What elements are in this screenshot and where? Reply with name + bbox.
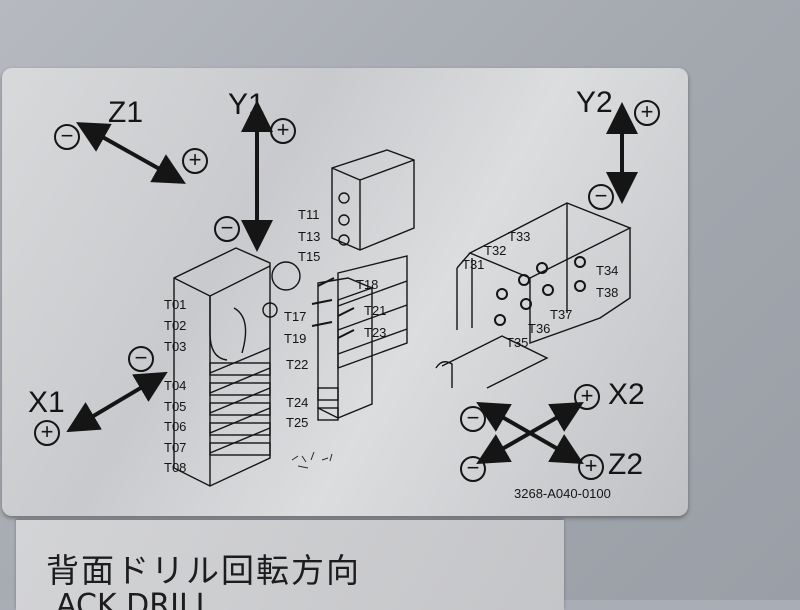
part-number: 3268-A040-0100 bbox=[514, 486, 611, 501]
tool-label-t19: T19 bbox=[284, 331, 307, 346]
tool-label-t17: T17 bbox=[284, 309, 307, 324]
x1-plus-sign: + bbox=[34, 420, 60, 446]
y2-minus-sign: − bbox=[588, 184, 614, 210]
tool-label-t38: T38 bbox=[596, 285, 619, 300]
tool-label-t33: T33 bbox=[508, 229, 531, 244]
tool-label-t04: T04 bbox=[164, 378, 187, 393]
z1-minus-sign: − bbox=[54, 124, 80, 150]
tool-label-t37: T37 bbox=[550, 307, 573, 322]
tool-label-t25: T25 bbox=[286, 415, 309, 430]
tool-label-t21: T21 bbox=[364, 303, 387, 318]
x1-axis-label: X1 bbox=[28, 386, 65, 419]
diagram-drawing bbox=[66, 100, 638, 487]
y1-axis-label: Y1 bbox=[228, 88, 265, 121]
tool-label-t23: T23 bbox=[364, 325, 387, 340]
y2-axis-label: Y2 bbox=[576, 86, 613, 119]
tool-label-t01: T01 bbox=[164, 297, 187, 312]
tool-label-t22: T22 bbox=[286, 357, 309, 372]
z1-axis-label: Z1 bbox=[108, 96, 144, 129]
tool-label-t11: T11 bbox=[298, 207, 320, 222]
tool-label-t13: T13 bbox=[298, 229, 321, 244]
tool-label-t36: T36 bbox=[528, 321, 551, 336]
tool-label-t02: T02 bbox=[164, 318, 187, 333]
y1-minus-sign: − bbox=[214, 216, 240, 242]
y2-plus-sign: + bbox=[634, 100, 660, 126]
x1-minus-sign: − bbox=[128, 346, 154, 372]
axis-tool-diagram-plate: Z1 − + Y1 + − X1 − + Y2 + − X2 + − Z2 + … bbox=[2, 68, 688, 516]
z2-plus-sign: + bbox=[578, 454, 604, 480]
back-drill-rotation-title: 背面ドリル回転方向 bbox=[46, 551, 361, 590]
tool-label-t34: T34 bbox=[596, 263, 619, 278]
x2-axis-label: X2 bbox=[608, 378, 645, 411]
z1-plus-sign: + bbox=[182, 148, 208, 174]
back-drill-subtitle: ACK DRILL bbox=[56, 588, 213, 610]
tool-label-t32: T32 bbox=[484, 243, 507, 258]
tool-label-t06: T06 bbox=[164, 419, 187, 434]
x2-plus-sign: + bbox=[574, 384, 600, 410]
tool-label-t05: T05 bbox=[164, 399, 187, 414]
tool-label-t15: T15 bbox=[298, 249, 321, 264]
tool-label-t24: T24 bbox=[286, 395, 309, 410]
tool-label-t18: T18 bbox=[356, 277, 379, 292]
tool-label-t07: T07 bbox=[164, 440, 187, 455]
back-drill-direction-plate: 背面ドリル回転方向 ACK DRILL bbox=[16, 520, 564, 610]
z2-minus-sign: − bbox=[460, 456, 486, 482]
tool-label-t31: T31 bbox=[462, 257, 485, 272]
tool-label-t35: T35 bbox=[506, 335, 529, 350]
y1-plus-sign: + bbox=[270, 118, 296, 144]
tool-label-t08: T08 bbox=[164, 460, 187, 475]
x2-minus-sign: − bbox=[460, 406, 486, 432]
z2-axis-label: Z2 bbox=[608, 448, 644, 481]
tool-label-t03: T03 bbox=[164, 339, 187, 354]
